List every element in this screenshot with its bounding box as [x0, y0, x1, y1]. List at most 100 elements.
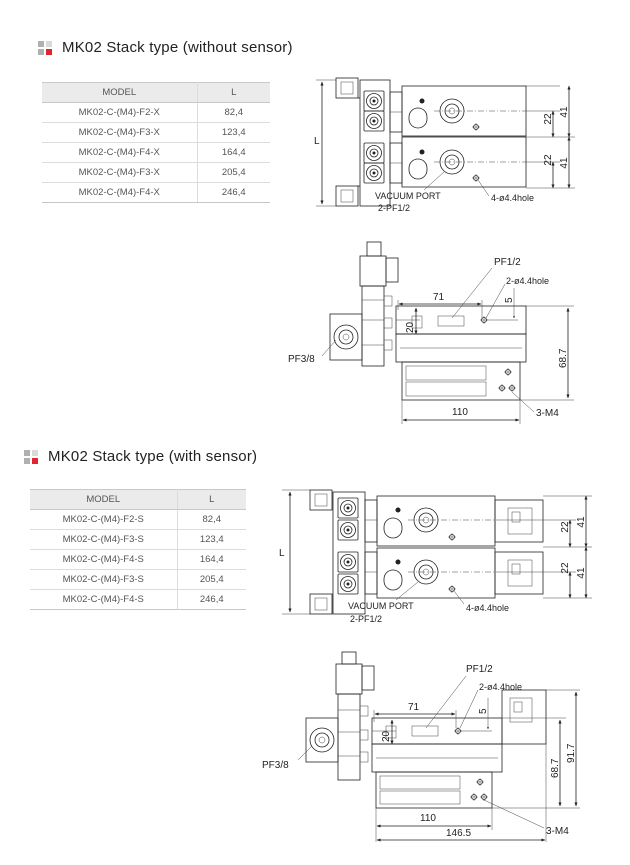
length-cell: 123,4 — [197, 122, 270, 143]
table-header-row: MODEL L — [42, 82, 270, 103]
mount-hole-icon — [469, 792, 479, 802]
sensor-block — [501, 689, 547, 745]
length-cell: 82,4 — [197, 102, 270, 123]
length-cell: 123,4 — [177, 529, 246, 550]
dim-22-upper: 22 — [543, 113, 554, 125]
length-cell: 246,4 — [177, 589, 246, 610]
header-l: L — [197, 82, 270, 103]
valve-icon — [363, 142, 385, 164]
vacuum-port-spec: 2-PF1/2 — [378, 203, 410, 213]
dim-110: 110 — [452, 407, 468, 418]
pf12-label: PF1/2 — [494, 257, 521, 268]
heading-bullet-icon — [24, 449, 38, 464]
dim-5: 5 — [504, 297, 515, 303]
model-cell: MK02-C-(M4)-F4-X — [42, 142, 198, 163]
valve-icon — [363, 162, 385, 184]
dim-41-upper: 41 — [559, 106, 570, 118]
dim-41-lower: 41 — [576, 567, 587, 579]
dim-110: 110 — [420, 813, 436, 824]
length-dimension-label: L — [314, 136, 320, 147]
m4-label: 3-M4 — [546, 826, 569, 837]
dim-41-upper: 41 — [576, 516, 587, 528]
header-model: MODEL — [42, 82, 198, 103]
hole-spec-label: 4-ø4.4hole — [466, 603, 509, 613]
dim-146-5: 146.5 — [446, 828, 471, 839]
dim-71: 71 — [433, 292, 445, 303]
valve-icon — [337, 573, 359, 595]
m4-label: 3-M4 — [536, 408, 559, 419]
section2-side-view: PF3/8 71 5 20 PF1/2 2-ø4.4hole — [262, 651, 580, 842]
vacuum-port-label: VACUUM PORT — [375, 191, 441, 201]
dim-22-lower: 22 — [543, 154, 554, 166]
pf38-label: PF3/8 — [262, 760, 289, 771]
pf12-label: PF1/2 — [466, 664, 493, 675]
mount-hole-icon — [503, 367, 513, 377]
model-cell: MK02-C-(M4)-F4-S — [30, 549, 178, 570]
hole-spec-label: 4-ø4.4hole — [491, 193, 534, 203]
valve-icon — [363, 90, 385, 112]
section1-heading: MK02 Stack type (without sensor) — [38, 39, 293, 56]
dim-20: 20 — [381, 730, 392, 742]
section2-top-view: L — [279, 489, 592, 624]
valve-icon — [337, 497, 359, 519]
heading-bullet-icon — [38, 40, 52, 55]
valve-icon — [363, 110, 385, 132]
dim-68-7: 68.7 — [550, 758, 561, 778]
model-cell: MK02-C-(M4)-F2-X — [42, 102, 198, 123]
length-cell: 205,4 — [197, 162, 270, 183]
dim-41-lower: 41 — [559, 157, 570, 169]
pf38-port-icon — [333, 324, 359, 350]
table-header-row: MODEL L — [30, 489, 246, 510]
dim-22-lower: 22 — [560, 562, 571, 574]
section2-heading: MK02 Stack type (with sensor) — [24, 448, 257, 465]
valve-icon — [337, 551, 359, 573]
header-l: L — [177, 489, 246, 510]
pf38-port-icon — [309, 727, 335, 753]
sensor-block — [494, 499, 544, 543]
vacuum-port-spec: 2-PF1/2 — [350, 614, 382, 624]
length-dimension-label: L — [279, 548, 285, 559]
mount-hole-icon — [475, 777, 485, 787]
model-cell: MK02-C-(M4)-F3-S — [30, 529, 178, 550]
header-model: MODEL — [30, 489, 178, 510]
model-cell: MK02-C-(M4)-F4-X — [42, 182, 198, 203]
model-cell: MK02-C-(M4)-F3-X — [42, 122, 198, 143]
hole-spec-label: 2-ø4.4hole — [479, 682, 522, 692]
section1-title: MK02 Stack type (without sensor) — [62, 39, 293, 56]
mount-hole-icon — [497, 383, 507, 393]
section1-side-view: PF3/8 ​ 71 5 20 PF1/2 2-ø4.4hole — [288, 241, 574, 424]
model-cell: MK02-C-(M4)-F2-S — [30, 509, 178, 530]
dim-91-7: 91.7 — [566, 743, 577, 763]
dim-68-7: 68.7 — [558, 348, 569, 368]
mount-hole-icon — [507, 383, 517, 393]
dim-71: 71 — [408, 702, 420, 713]
model-cell: MK02-C-(M4)-F4-S — [30, 589, 178, 610]
mount-hole-icon — [479, 792, 489, 802]
valve-icon — [337, 519, 359, 541]
dim-20: 20 — [405, 321, 416, 333]
sensor-block — [494, 551, 544, 595]
model-cell: MK02-C-(M4)-F3-S — [30, 569, 178, 590]
section1-top-view: L — [314, 77, 575, 213]
pf38-label: PF3/8 — [288, 354, 315, 365]
mount-hole-icon — [471, 122, 481, 132]
mount-hole-icon — [447, 532, 457, 542]
length-cell: 164,4 — [197, 142, 270, 163]
length-cell: 82,4 — [177, 509, 246, 530]
length-cell: 205,4 — [177, 569, 246, 590]
hole-spec-label: 2-ø4.4hole — [506, 276, 549, 286]
section2-title: MK02 Stack type (with sensor) — [48, 448, 258, 465]
